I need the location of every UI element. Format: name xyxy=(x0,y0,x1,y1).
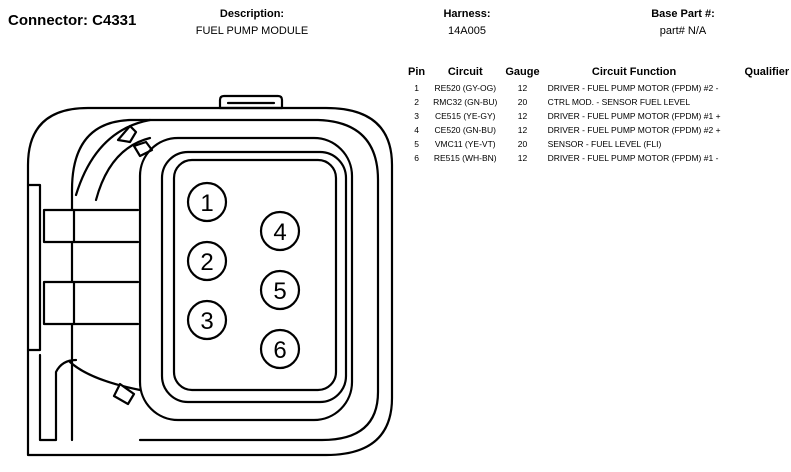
cell-circuit: RE520 (GY-OG) xyxy=(434,83,497,93)
connector-diagram: 1 2 3 4 5 6 xyxy=(26,94,394,457)
keying-arc xyxy=(74,118,152,197)
cell-gauge: 12 xyxy=(517,111,528,121)
terminal-face xyxy=(172,158,338,392)
table-row: 6 RE515 (WH-BN) 12 DRIVER - FUEL PUMP MO… xyxy=(404,151,791,165)
cell-pin: 5 xyxy=(414,139,419,149)
pin-6: 6 xyxy=(259,328,301,370)
cell-gauge: 20 xyxy=(517,139,528,149)
pin-label-5: 5 xyxy=(273,278,286,305)
pin-label-3: 3 xyxy=(200,308,213,335)
base-part-label: Base Part #: xyxy=(651,8,715,20)
housing-inner-contour xyxy=(70,118,380,442)
cell-function: SENSOR - FUEL LEVEL (FLI) xyxy=(547,139,662,149)
cell-pin: 1 xyxy=(414,83,419,93)
pin-label-6: 6 xyxy=(273,337,286,364)
bottom-hook xyxy=(38,353,142,442)
table-row: 3 CE515 (YE-GY) 12 DRIVER - FUEL PUMP MO… xyxy=(404,109,791,123)
cell-gauge: 20 xyxy=(517,97,528,107)
cell-function: DRIVER - FUEL PUMP MOTOR (FPDM) #2 - xyxy=(547,83,719,93)
cell-qualifier xyxy=(725,95,791,109)
cell-circuit: CE520 (GN-BU) xyxy=(434,125,496,135)
description-label: Description: xyxy=(219,8,285,20)
cell-qualifier xyxy=(725,151,791,165)
pin-5: 5 xyxy=(259,269,301,311)
col-circuit-function: Circuit Function xyxy=(591,66,677,78)
base-part-block: Base Part #: part# N/A xyxy=(603,8,763,37)
cell-qualifier xyxy=(725,137,791,151)
cell-pin: 3 xyxy=(414,111,419,121)
description-block: Description: FUEL PUMP MODULE xyxy=(152,8,352,37)
harness-value: 14A005 xyxy=(448,25,486,37)
pin-2: 2 xyxy=(186,240,228,282)
cell-function: DRIVER - FUEL PUMP MOTOR (FPDM) #1 + xyxy=(547,111,721,121)
outer-housing xyxy=(26,106,394,457)
pin-label-4: 4 xyxy=(273,219,286,246)
cavity-block-inner xyxy=(160,150,348,404)
cell-gauge: 12 xyxy=(517,125,528,135)
cell-qualifier xyxy=(725,81,791,95)
col-qualifier: Qualifier xyxy=(744,66,790,78)
col-pin: Pin xyxy=(408,66,426,78)
table-row: 2 RMC32 (GN-BU) 20 CTRL MOD. - SENSOR FU… xyxy=(404,95,791,109)
harness-block: Harness: 14A005 xyxy=(407,8,527,37)
cavity-block-outer xyxy=(138,136,354,422)
cell-pin: 4 xyxy=(414,125,419,135)
table-row: 4 CE520 (GN-BU) 12 DRIVER - FUEL PUMP MO… xyxy=(404,123,791,137)
connector-title: Connector: C4331 xyxy=(8,12,137,29)
lock-arm xyxy=(94,136,152,202)
cell-pin: 2 xyxy=(414,97,419,107)
pinout-table: Pin Circuit Gauge Circuit Function Quali… xyxy=(404,66,791,165)
cell-qualifier xyxy=(725,109,791,123)
cell-function: DRIVER - FUEL PUMP MOTOR (FPDM) #2 + xyxy=(547,125,721,135)
pin-label-2: 2 xyxy=(200,249,213,276)
table-header-row: Pin Circuit Gauge Circuit Function Quali… xyxy=(404,66,791,81)
table-row: 5 VMC11 (YE-VT) 20 SENSOR - FUEL LEVEL (… xyxy=(404,137,791,151)
pin-4: 4 xyxy=(259,210,301,252)
base-part-value: part# N/A xyxy=(659,25,707,37)
harness-label: Harness: xyxy=(443,8,491,20)
cell-circuit: RE515 (WH-BN) xyxy=(433,153,497,163)
cell-circuit: RMC32 (GN-BU) xyxy=(433,97,498,107)
pin-3: 3 xyxy=(186,299,228,341)
cell-function: CTRL MOD. - SENSOR FUEL LEVEL xyxy=(547,97,691,107)
col-circuit: Circuit xyxy=(447,66,483,78)
cell-circuit: CE515 (YE-GY) xyxy=(435,111,496,121)
cell-gauge: 12 xyxy=(517,153,528,163)
cell-qualifier xyxy=(725,123,791,137)
pin-label-1: 1 xyxy=(200,190,213,217)
cell-pin: 6 xyxy=(414,153,419,163)
description-value: FUEL PUMP MODULE xyxy=(195,25,309,37)
cell-circuit: VMC11 (YE-VT) xyxy=(434,139,496,149)
top-latch-tab xyxy=(218,94,284,110)
pin-1: 1 xyxy=(186,181,228,223)
table-row: 1 RE520 (GY-OG) 12 DRIVER - FUEL PUMP MO… xyxy=(404,81,791,95)
side-latch xyxy=(26,183,140,352)
cell-function: DRIVER - FUEL PUMP MOTOR (FPDM) #1 - xyxy=(547,153,719,163)
col-gauge: Gauge xyxy=(505,66,540,78)
cell-gauge: 12 xyxy=(517,83,528,93)
